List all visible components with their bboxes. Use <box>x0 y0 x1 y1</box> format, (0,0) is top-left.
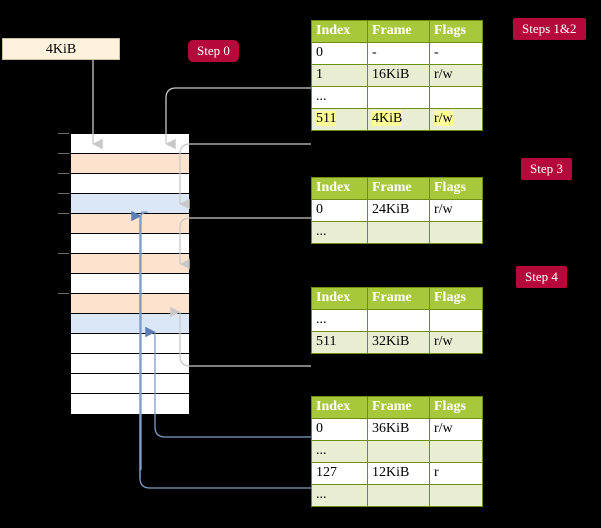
column-header-flags: Flags <box>429 20 483 43</box>
cell-frame: 32KiB <box>367 331 430 354</box>
memory-frame-row <box>71 314 189 334</box>
memory-frame-row <box>71 254 189 274</box>
memory-frame-row <box>71 154 189 174</box>
cell-index: 127 <box>311 462 368 485</box>
highlighted-value: r/w <box>434 111 453 126</box>
cell-flags <box>429 221 483 244</box>
memory-frame-row <box>71 334 189 354</box>
cell-flags: r/w <box>429 331 483 354</box>
cell-index: 0 <box>311 42 368 65</box>
memory-frame-row <box>71 194 189 214</box>
memory-frame-row <box>71 234 189 254</box>
virtual-address-box: 4KiB <box>2 38 120 60</box>
memory-row-tick <box>58 293 69 294</box>
column-header-frame: Frame <box>367 287 430 310</box>
table-row: ... <box>311 484 483 507</box>
memory-row-tick <box>58 173 69 174</box>
memory-frame-row <box>71 274 189 294</box>
cell-flags <box>429 440 483 463</box>
column-header-frame: Frame <box>367 20 430 43</box>
cell-index: ... <box>311 484 368 507</box>
table-row: ... <box>311 86 483 109</box>
step-badge-step4: Step 4 <box>516 266 567 288</box>
table-row: ... <box>311 440 483 463</box>
cell-flags: r/w <box>429 64 483 87</box>
memory-frame-row <box>71 174 189 194</box>
memory-frame-row <box>71 394 189 414</box>
memory-frame-row <box>71 134 189 154</box>
cell-flags: - <box>429 42 483 65</box>
virtual-address-label: 4KiB <box>45 42 77 57</box>
cell-frame: - <box>367 42 430 65</box>
memory-row-tick <box>58 253 69 254</box>
highlighted-value: 4KiB <box>372 111 403 126</box>
cell-index: 1 <box>311 64 368 87</box>
cell-frame <box>367 309 430 332</box>
cell-index: ... <box>311 440 368 463</box>
column-header-index: Index <box>311 177 368 200</box>
table-row: ... <box>311 221 483 244</box>
cell-index: 511 <box>311 108 368 131</box>
memory-frame-row <box>71 294 189 314</box>
memory-frame-row <box>71 374 189 394</box>
table-row: ... <box>311 309 483 332</box>
column-header-flags: Flags <box>429 396 483 419</box>
step-badge-step3: Step 3 <box>521 158 572 180</box>
memory-row-tick <box>58 133 69 134</box>
cell-flags: r/w <box>429 108 483 131</box>
cell-index: 511 <box>311 331 368 354</box>
column-header-frame: Frame <box>367 177 430 200</box>
cell-frame <box>367 86 430 109</box>
step-badge-steps1and2: Steps 1&2 <box>513 18 586 40</box>
cell-index: ... <box>311 221 368 244</box>
cell-frame <box>367 484 430 507</box>
cell-flags: r/w <box>429 199 483 222</box>
cell-frame <box>367 221 430 244</box>
physical-memory-column <box>70 133 190 414</box>
memory-row-tick <box>58 153 69 154</box>
cell-flags: r <box>429 462 483 485</box>
wire-table0-row511-to-memory <box>179 143 311 210</box>
cell-index: ... <box>311 86 368 109</box>
table-row: 0-- <box>311 42 483 65</box>
column-header-frame: Frame <box>367 396 430 419</box>
cell-frame: 12KiB <box>367 462 430 485</box>
column-header-index: Index <box>311 287 368 310</box>
cell-frame: 24KiB <box>367 199 430 222</box>
memory-frame-row <box>71 354 189 374</box>
cell-index: 0 <box>311 418 368 441</box>
table-row: 511 4KiB r/w <box>311 108 483 131</box>
wire-table2-row511-to-memory <box>170 306 311 367</box>
memory-frame-row <box>71 214 189 234</box>
memory-row-tick <box>58 193 69 194</box>
wire-table1-row0-to-memory <box>179 217 311 270</box>
cell-frame: 36KiB <box>367 418 430 441</box>
highlighted-value: 511 <box>316 111 337 126</box>
step-badge-step0: Step 0 <box>188 40 239 62</box>
cell-index: 0 <box>311 199 368 222</box>
cell-flags <box>429 86 483 109</box>
column-header-index: Index <box>311 396 368 419</box>
cell-frame <box>367 440 430 463</box>
cell-flags: r/w <box>429 418 483 441</box>
memory-row-tick <box>58 213 69 214</box>
cell-flags <box>429 309 483 332</box>
cell-frame: 4KiB <box>367 108 430 131</box>
column-header-flags: Flags <box>429 177 483 200</box>
column-header-flags: Flags <box>429 287 483 310</box>
cell-flags <box>429 484 483 507</box>
cell-frame: 16KiB <box>367 64 430 87</box>
cell-index: ... <box>311 309 368 332</box>
column-header-index: Index <box>311 20 368 43</box>
